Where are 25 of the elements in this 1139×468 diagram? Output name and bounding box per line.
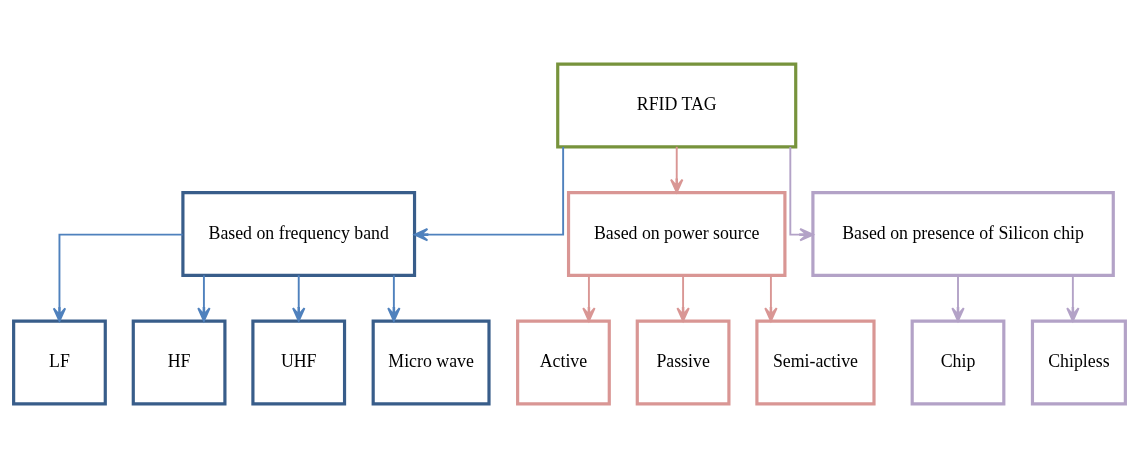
node-box: LF (12, 319, 107, 406)
arrow (789, 146, 814, 242)
node-box: HF (131, 319, 227, 406)
arrow (764, 274, 778, 322)
node-box: Active (516, 319, 611, 406)
node-box: RFID TAG (556, 62, 798, 149)
arrow (413, 146, 565, 242)
arrow (676, 274, 690, 322)
node-box: Chipless (1030, 319, 1127, 406)
arrow (197, 274, 211, 322)
node-box: Based on presence of Silicon chip (811, 191, 1115, 277)
node-box: Based on power source (566, 191, 787, 277)
node-box: Based on frequency band (181, 191, 417, 277)
arrow (292, 274, 306, 322)
node-box: Micro wave (371, 319, 491, 406)
node-box: Chip (910, 319, 1006, 406)
node-box: Semi-active (755, 319, 876, 406)
arrow (1066, 274, 1080, 322)
arrow (52, 233, 184, 322)
arrow (387, 274, 401, 322)
arrow (582, 274, 596, 322)
node-box: Passive (635, 319, 731, 406)
node-box: UHF (251, 319, 347, 406)
arrow (670, 145, 684, 194)
arrow (951, 274, 965, 322)
